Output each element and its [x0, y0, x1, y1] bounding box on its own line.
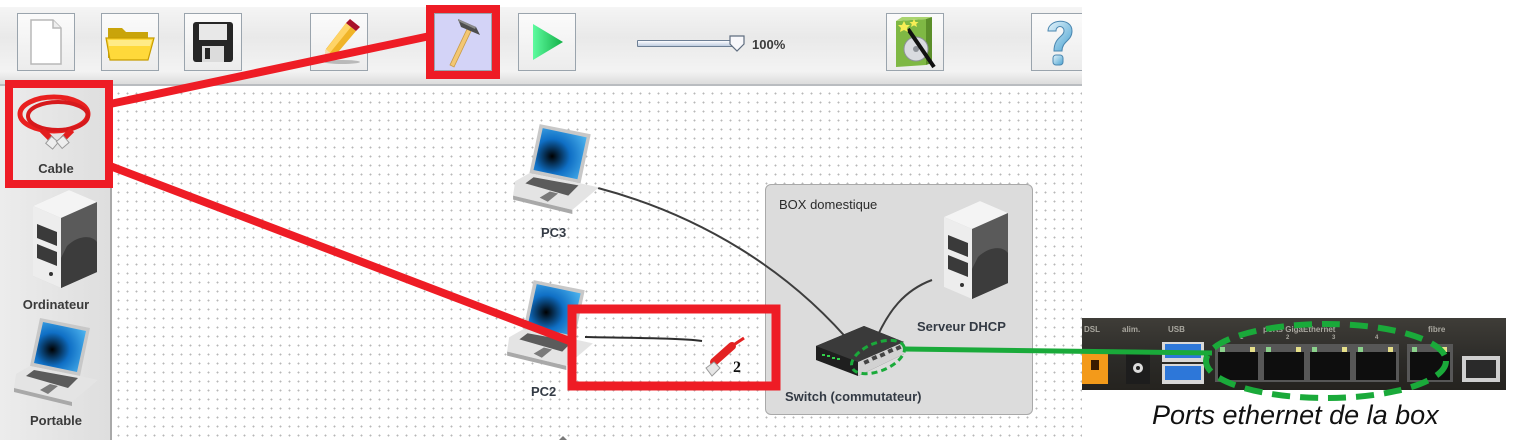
- network-simulator-app: 100%: [0, 0, 1082, 440]
- palette-item-portable[interactable]: Portable: [6, 314, 106, 428]
- palette-item-label: Portable: [29, 413, 82, 428]
- switch-icon[interactable]: [812, 316, 912, 382]
- node-label-dhcp-server: Serveur DHCP: [917, 319, 1006, 334]
- laptop-icon: [14, 318, 98, 406]
- laptop-icon[interactable]: [500, 120, 612, 216]
- help-button[interactable]: [1031, 13, 1082, 71]
- group-title: BOX domestique: [779, 197, 878, 212]
- node-label-pc2: PC2: [531, 384, 557, 399]
- new-file-button[interactable]: [17, 13, 75, 71]
- computer-tower-icon: [33, 190, 97, 288]
- photo-caption: Ports ethernet de la box: [1152, 400, 1439, 430]
- node-label-switch: Switch (commutateur): [785, 389, 922, 404]
- magic-wand-icon: [896, 17, 936, 69]
- mouse-cursor-icon: [557, 436, 569, 440]
- node-label-pc3: PC3: [541, 225, 567, 240]
- simulate-button[interactable]: [518, 13, 576, 71]
- photo-label-usb: USB: [1168, 325, 1185, 334]
- zoom-slider-thumb[interactable]: [728, 34, 748, 54]
- link-layer: [584, 187, 933, 349]
- box-rear-panel-photo: DSL alim. USB ports GigaEthernet 1 2 3 4…: [1082, 318, 1506, 390]
- zoom-level-label: 100%: [752, 37, 786, 52]
- palette-item-label: Ordinateur: [22, 297, 90, 312]
- blank-page-icon: [30, 19, 62, 65]
- server-icon[interactable]: [922, 192, 1012, 310]
- pending-cable-count: 2: [733, 359, 741, 376]
- laptop-icon[interactable]: [494, 276, 606, 372]
- link-pc3-switch[interactable]: [597, 187, 856, 349]
- zoom-slider[interactable]: [635, 34, 745, 54]
- play-icon: [533, 24, 563, 60]
- wizard-button[interactable]: [886, 13, 944, 71]
- photo-label-dsl: DSL: [1084, 325, 1100, 334]
- question-mark-icon: [1047, 20, 1073, 66]
- rear-panel-ports: [1082, 342, 1500, 384]
- palette-item-ordinateur[interactable]: Ordinateur: [6, 188, 106, 312]
- photo-label-alim: alim.: [1122, 325, 1141, 334]
